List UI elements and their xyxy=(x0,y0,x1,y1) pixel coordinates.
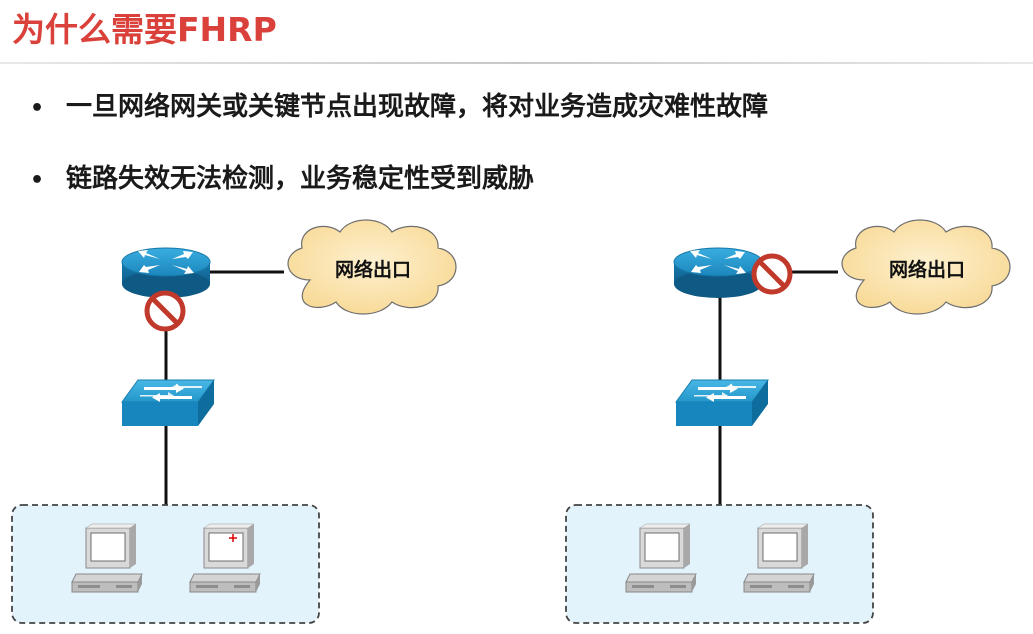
switch-icon xyxy=(121,379,215,427)
lan-zone xyxy=(565,504,874,624)
cloud-label: 网络出口 xyxy=(335,258,411,281)
bullet-item-2: • 链路失效无法检测，业务稳定性受到威胁 xyxy=(30,162,534,198)
router-icon xyxy=(673,247,763,299)
bullet-dot-icon: • xyxy=(30,168,45,193)
switch-icon xyxy=(675,379,769,427)
bullet-text-2: 链路失效无法检测，业务稳定性受到威胁 xyxy=(66,164,535,194)
lan-zone xyxy=(11,504,320,624)
title-divider xyxy=(0,62,1033,64)
bullet-dot-icon: • xyxy=(30,96,45,121)
router-icon xyxy=(121,247,211,299)
bullet-text-1: 一旦网络网关或关键节点出现故障，将对业务造成灾难性故障 xyxy=(66,92,769,122)
forbidden-icon xyxy=(754,256,790,292)
cursor-plus-icon xyxy=(229,534,237,542)
cloud-label: 网络出口 xyxy=(889,258,965,281)
slide-title: 为什么需要FHRP xyxy=(12,10,277,49)
forbidden-icon xyxy=(147,293,183,329)
bullet-item-1: • 一旦网络网关或关键节点出现故障，将对业务造成灾难性故障 xyxy=(30,90,768,126)
diagram-right: 网络出口 xyxy=(565,219,1011,624)
diagram-left: 网络出口 xyxy=(11,219,457,624)
